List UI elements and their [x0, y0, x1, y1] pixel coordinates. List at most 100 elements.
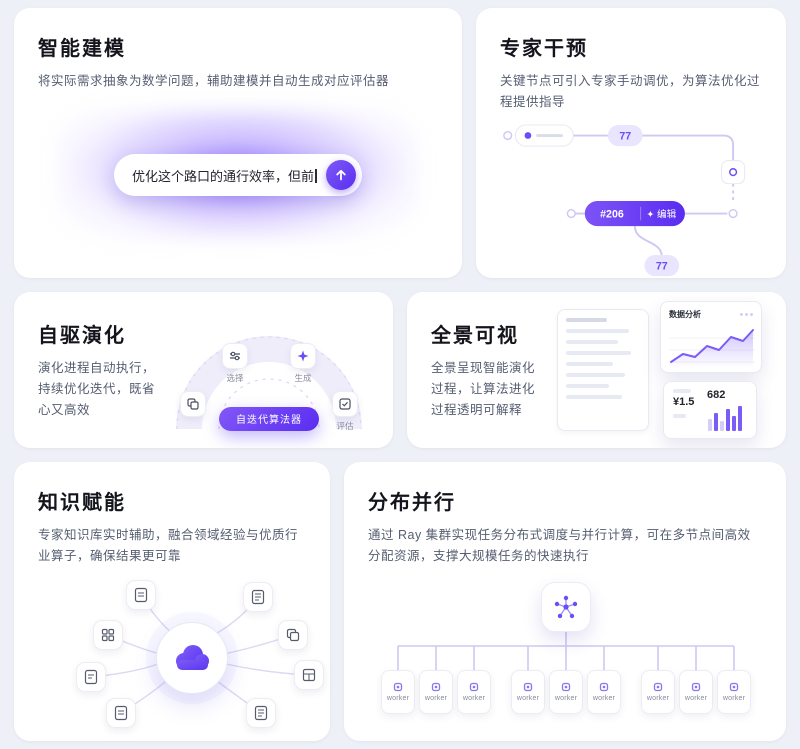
- card-intelligent-modeling: 智能建模 将实际需求抽象为数学问题，辅助建模并自动生成对应评估器 优化这个路口的…: [14, 8, 462, 278]
- legend-dots: [740, 313, 753, 316]
- knowledge-hub-illustration: [38, 578, 330, 728]
- stats-panel: ¥1.5 682: [663, 381, 757, 439]
- prompt-input[interactable]: 优化这个路口的通行效率，但前: [114, 154, 362, 197]
- worker-node: worker: [511, 669, 545, 714]
- row-2: 自驱演化 演化进程自动执行，持续优化迭代，既省心又高效 选择 生成: [14, 292, 786, 448]
- worker-node: worker: [457, 669, 491, 714]
- sparkle-icon: [296, 349, 310, 363]
- card-title: 全景可视: [431, 324, 519, 347]
- checklist-icon: [338, 397, 352, 411]
- flowchart-svg: 77 #206 ✦ 编辑: [503, 123, 746, 276]
- card-title: 专家干预: [500, 38, 588, 60]
- row-3: 知识赋能 专家知识库实时辅助，融合领域经验与优质行业算子，确保结果更可靠: [14, 462, 786, 741]
- stat-label-bar: [673, 389, 692, 393]
- copy-icon: [186, 397, 200, 411]
- flowchart-illustration: 77 #206 ✦ 编辑: [500, 120, 762, 279]
- svg-text:编辑: 编辑: [657, 208, 677, 220]
- card-title: 知识赋能: [38, 492, 126, 514]
- list-row: [566, 362, 614, 366]
- row-1: 智能建模 将实际需求抽象为数学问题，辅助建模并自动生成对应评估器 优化这个路口的…: [14, 8, 786, 278]
- doc-icon: [106, 697, 136, 728]
- dashboard-illustration: 数据分析: [557, 301, 762, 439]
- doc-lines-icon: [243, 581, 273, 612]
- card-expert-intervention: 专家干预 关键节点可引入专家手动调优，为算法优化过程提供指导: [476, 8, 786, 278]
- doc-lines-icon: [246, 697, 276, 728]
- evolution-loop-illustration: 选择 生成 评估 自迭代算法器: [169, 303, 369, 438]
- chip-icon: [392, 681, 404, 693]
- badge-77-top: 77: [607, 124, 643, 146]
- list-row: [566, 395, 622, 399]
- tree-lines: [397, 631, 735, 670]
- list-row: [566, 340, 618, 344]
- stat-value-count: 682: [707, 389, 726, 401]
- worker-node: worker: [679, 669, 713, 714]
- chip-icon: [690, 681, 702, 693]
- doc-icon: [126, 579, 156, 610]
- panel-title: 数据分析: [669, 310, 701, 319]
- list-row: [566, 318, 607, 322]
- worker-node: worker: [381, 669, 415, 714]
- cluster-icon: [552, 593, 580, 621]
- card-title: 分布并行: [368, 492, 456, 514]
- card-distributed-parallel: 分布并行 通过 Ray 集群实现任务分布式调度与并行计算，可在多节点间高效分配资…: [344, 462, 786, 741]
- knowledge-cloud-hub: [156, 621, 228, 694]
- chip-icon: [430, 681, 442, 693]
- card-description: 通过 Ray 集群实现任务分布式调度与并行计算，可在多节点间高效分配资源，支撑大…: [368, 528, 751, 564]
- card-description: 将实际需求抽象为数学问题，辅助建模并自动生成对应评估器: [38, 74, 390, 88]
- text-caret: [315, 168, 317, 183]
- chip-icon: [652, 681, 664, 693]
- list-row: [566, 351, 632, 355]
- evo-node-label: 生成: [294, 372, 312, 383]
- sliders-icon: [228, 349, 242, 363]
- line-chart: [669, 329, 755, 368]
- stat-label-bar: [673, 414, 686, 418]
- grid-icon: [93, 619, 123, 650]
- list-row: [566, 373, 626, 377]
- evo-node-select: [222, 342, 248, 369]
- evo-node-generate: [290, 342, 316, 369]
- flow-node-right: [721, 159, 746, 184]
- chip-icon: [522, 681, 534, 693]
- prompt-input-text: 优化这个路口的通行效率，但前: [132, 166, 318, 185]
- cluster-head-node: [541, 581, 591, 632]
- evo-node-mutate: [180, 390, 206, 417]
- badge-77-bottom: 77: [644, 254, 680, 276]
- chip-icon: [728, 681, 740, 693]
- flow-node-top: [514, 123, 574, 147]
- bar-chart: [708, 406, 742, 431]
- edit-pill[interactable]: #206 ✦ 编辑: [584, 200, 685, 226]
- worker-node: worker: [419, 669, 453, 714]
- evolution-center-pill: 自迭代算法器: [219, 406, 319, 431]
- list-row: [566, 329, 629, 333]
- list-row: [566, 384, 609, 388]
- analytics-chart-panel: 数据分析: [660, 301, 762, 373]
- doc-icon: [76, 661, 106, 692]
- evo-node-label: 评估: [336, 420, 354, 431]
- card-description: 关键节点可引入专家手动调优，为算法优化过程提供指导: [500, 74, 761, 110]
- chip-icon: [598, 681, 610, 693]
- ray-cluster-illustration: worker worker worker worker worker worke…: [368, 581, 764, 718]
- svg-text:77: 77: [619, 130, 631, 142]
- card-description: 全景呈现智能演化过程，让算法进化过程透明可解释: [431, 360, 536, 418]
- cloud-icon: [172, 644, 212, 672]
- svg-text:77: 77: [656, 260, 668, 272]
- worker-node: worker: [641, 669, 675, 714]
- evo-node-label: 选择: [226, 372, 244, 383]
- evo-node-evaluate: [332, 390, 358, 417]
- copy-icon: [278, 619, 308, 650]
- stat-value-revenue: ¥1.5: [673, 396, 695, 408]
- worker-node: worker: [587, 669, 621, 714]
- chip-icon: [468, 681, 480, 693]
- card-description: 专家知识库实时辅助，融合领域经验与优质行业算子，确保结果更可靠: [38, 528, 299, 564]
- data-list-panel: [557, 309, 649, 431]
- chip-icon: [560, 681, 572, 693]
- table-icon: [294, 659, 324, 690]
- sparkle-icon: ✦: [646, 209, 654, 220]
- worker-node: worker: [549, 669, 583, 714]
- page-title: 智能建模: [38, 38, 126, 60]
- card-description: 演化进程自动执行，持续优化迭代，既省心又高效: [38, 360, 156, 418]
- svg-text:#206: #206: [600, 208, 624, 220]
- card-panoramic-visualization: 全景可视 全景呈现智能演化过程，让算法进化过程透明可解释 数据分析: [407, 292, 786, 448]
- send-button[interactable]: [326, 160, 356, 191]
